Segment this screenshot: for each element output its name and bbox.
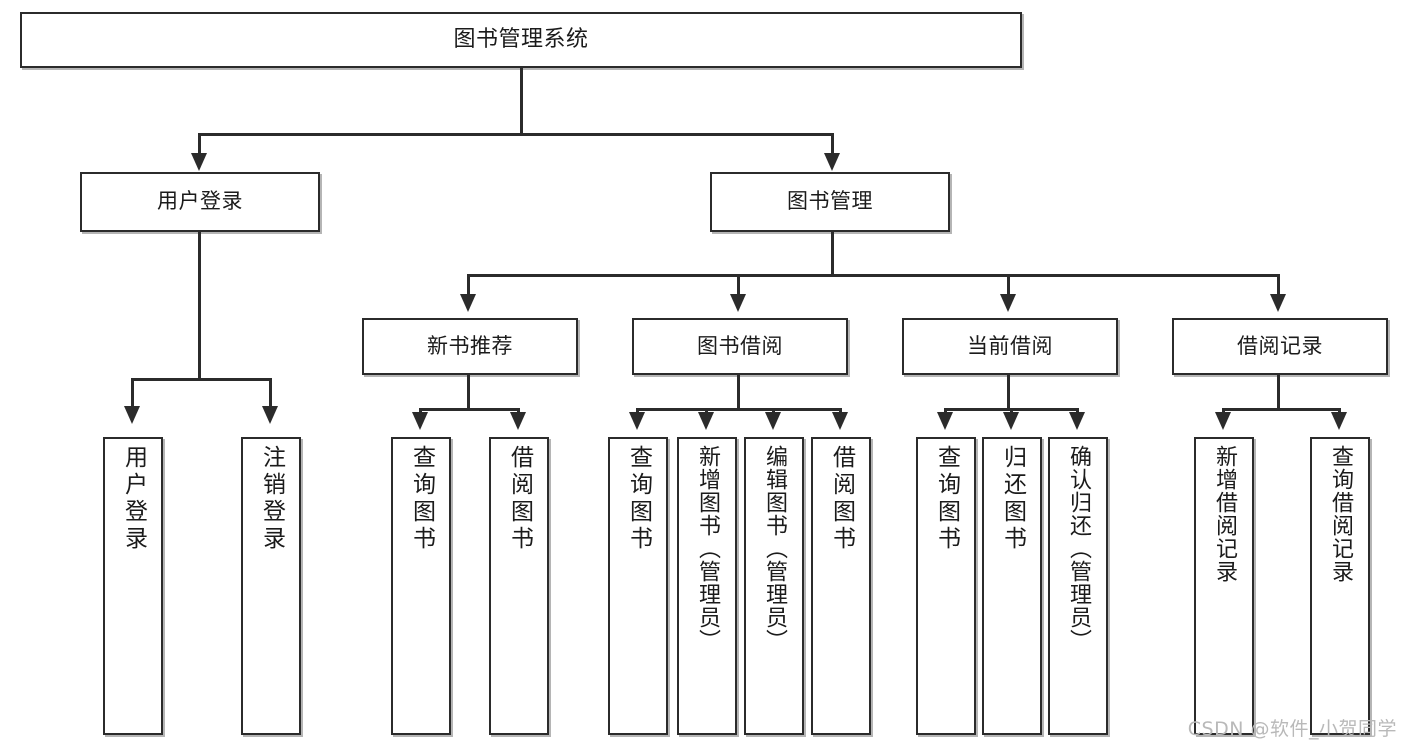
node-book-management[interactable]: 图书管理	[710, 172, 950, 232]
node-root-system[interactable]: 图书管理系统	[20, 12, 1022, 68]
leaf-book-borrow-edit-book-admin[interactable]: 编辑图书（管理员）	[744, 437, 804, 735]
connector-user-login-drop-1	[131, 378, 134, 408]
node-label: 当前借阅	[967, 333, 1053, 358]
connector-root-stem	[520, 68, 523, 135]
leaf-borrow-record-add-record[interactable]: 新增借阅记录	[1194, 437, 1254, 735]
connector-book-borrow-drop-3	[772, 408, 775, 414]
connector-new-book-stem	[467, 375, 470, 411]
arrowhead-to-borrow-record	[1270, 294, 1286, 312]
connector-book-borrow-bus	[636, 408, 842, 411]
connector-root-bus	[198, 133, 833, 136]
arrowhead-current-borrow-leaf-3	[1069, 412, 1085, 430]
connector-current-borrow-stem	[1007, 375, 1010, 411]
node-label: 图书管理系统	[453, 26, 589, 52]
connector-borrow-record-drop-1	[1222, 408, 1225, 414]
connector-current-borrow-drop-2	[1010, 408, 1013, 414]
arrowhead-new-book-leaf-1	[412, 412, 428, 430]
node-user-login[interactable]: 用户登录	[80, 172, 320, 232]
node-label: 注销登录	[258, 445, 285, 553]
connector-user-login-stem	[198, 232, 201, 380]
node-label: 用户登录	[157, 189, 243, 214]
connector-new-book-drop-1	[419, 408, 422, 414]
leaf-current-borrow-return-book[interactable]: 归还图书	[982, 437, 1042, 735]
connector-current-borrow-drop-1	[944, 408, 947, 414]
arrowhead-current-borrow-leaf-1	[937, 412, 953, 430]
connector-l3-drop-1	[467, 274, 470, 296]
connector-current-borrow-drop-3	[1076, 408, 1079, 414]
node-label: 查询图书	[625, 445, 652, 553]
connector-l3-drop-2	[737, 274, 740, 296]
node-label: 确认归还（管理员）	[1066, 445, 1091, 652]
arrowhead-to-book-management	[824, 153, 840, 171]
connector-borrow-record-bus	[1222, 408, 1341, 411]
connector-borrow-record-drop-2	[1338, 408, 1341, 414]
connector-l3-drop-4	[1277, 274, 1280, 296]
connector-borrow-record-stem	[1277, 375, 1280, 411]
connector-new-book-drop-2	[517, 408, 520, 414]
node-label: 归还图书	[999, 445, 1026, 553]
connector-root-to-login-drop	[198, 133, 201, 155]
leaf-current-borrow-confirm-return-admin[interactable]: 确认归还（管理员）	[1048, 437, 1108, 735]
arrowhead-current-borrow-leaf-2	[1003, 412, 1019, 430]
arrowhead-book-borrow-leaf-1	[629, 412, 645, 430]
node-label: 编辑图书（管理员）	[762, 445, 787, 652]
node-new-book-recommend[interactable]: 新书推荐	[362, 318, 578, 375]
connector-l3-drop-3	[1007, 274, 1010, 296]
arrowhead-borrow-record-leaf-1	[1215, 412, 1231, 430]
leaf-new-book-query-book[interactable]: 查询图书	[391, 437, 451, 735]
connector-book-borrow-drop-4	[839, 408, 842, 414]
connector-book-management-bus	[467, 274, 1279, 277]
leaf-current-borrow-query-book[interactable]: 查询图书	[916, 437, 976, 735]
node-label: 借阅记录	[1237, 333, 1323, 358]
node-label: 借阅图书	[506, 445, 533, 553]
node-label: 查询图书	[408, 445, 435, 553]
node-label: 借阅图书	[828, 445, 855, 553]
connector-user-login-drop-2	[269, 378, 272, 408]
arrowhead-new-book-leaf-2	[510, 412, 526, 430]
node-borrow-record[interactable]: 借阅记录	[1172, 318, 1388, 375]
arrowhead-to-new-book-recommend	[460, 294, 476, 312]
arrowhead-to-book-borrow	[730, 294, 746, 312]
node-book-borrow[interactable]: 图书借阅	[632, 318, 848, 375]
connector-user-login-bus	[131, 378, 271, 381]
connector-new-book-bus	[419, 408, 520, 411]
connector-book-management-stem	[831, 232, 834, 276]
arrowhead-borrow-record-leaf-2	[1331, 412, 1347, 430]
arrowhead-to-user-login	[191, 153, 207, 171]
node-label: 查询借阅记录	[1328, 445, 1353, 583]
csdn-watermark: CSDN @软件_小贺同学	[1187, 718, 1397, 740]
node-label: 查询图书	[933, 445, 960, 553]
leaf-user-login-login[interactable]: 用户登录	[103, 437, 163, 735]
leaf-book-borrow-query-book[interactable]: 查询图书	[608, 437, 668, 735]
arrowhead-user-login-leaf-1	[124, 406, 140, 424]
connector-book-borrow-stem	[737, 375, 740, 411]
leaf-book-borrow-borrow-book[interactable]: 借阅图书	[811, 437, 871, 735]
arrowhead-user-login-leaf-2	[262, 406, 278, 424]
node-label: 图书管理	[787, 189, 873, 214]
arrowhead-book-borrow-leaf-3	[765, 412, 781, 430]
connector-book-borrow-drop-1	[636, 408, 639, 414]
node-label: 新增图书（管理员）	[695, 445, 720, 652]
node-label: 新书推荐	[427, 333, 513, 358]
node-label: 新增借阅记录	[1212, 445, 1237, 583]
arrowhead-to-current-borrow	[1000, 294, 1016, 312]
leaf-book-borrow-add-book-admin[interactable]: 新增图书（管理员）	[677, 437, 737, 735]
node-current-borrow[interactable]: 当前借阅	[902, 318, 1118, 375]
arrowhead-book-borrow-leaf-4	[832, 412, 848, 430]
leaf-new-book-borrow-book[interactable]: 借阅图书	[489, 437, 549, 735]
leaf-borrow-record-query-record[interactable]: 查询借阅记录	[1310, 437, 1370, 735]
leaf-user-login-logout[interactable]: 注销登录	[241, 437, 301, 735]
connector-book-borrow-drop-2	[705, 408, 708, 414]
connector-root-to-books-drop	[831, 133, 834, 155]
node-label: 图书借阅	[697, 333, 783, 358]
arrowhead-book-borrow-leaf-2	[698, 412, 714, 430]
node-label: 用户登录	[120, 445, 147, 553]
